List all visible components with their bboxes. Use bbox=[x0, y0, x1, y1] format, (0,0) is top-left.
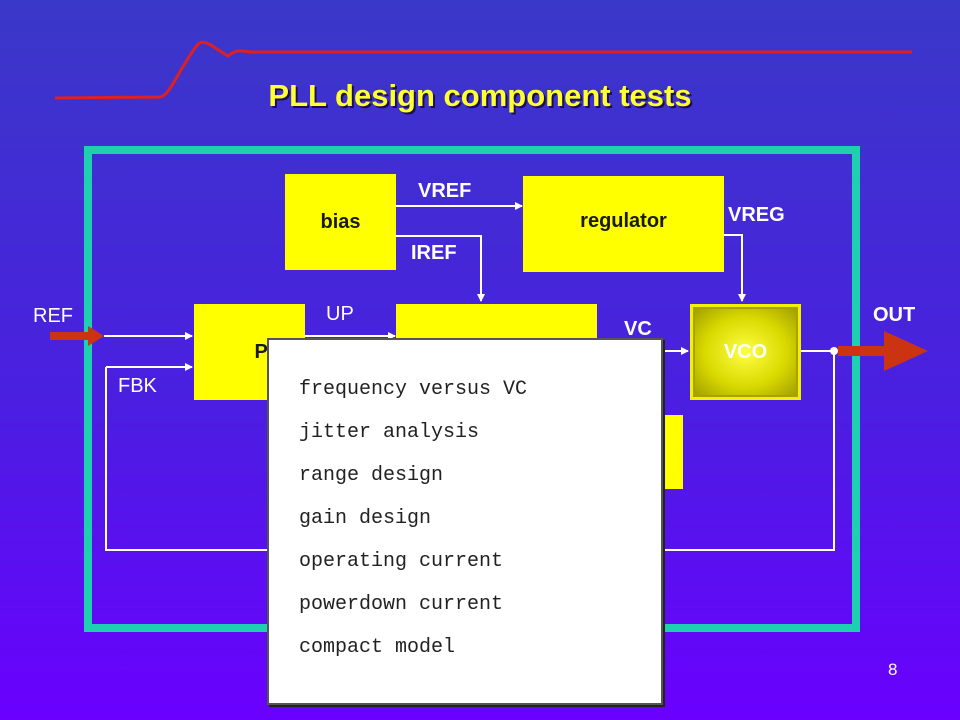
fbk-label: FBK bbox=[118, 375, 157, 397]
slide-title: PLL design component tests bbox=[268, 78, 692, 113]
ref-label: REF bbox=[33, 305, 73, 327]
page-number: 8 bbox=[888, 660, 898, 679]
popup-item: operating current bbox=[299, 550, 504, 573]
vco-label: VCO bbox=[723, 340, 768, 363]
up-label: UP bbox=[326, 303, 354, 325]
popup-item: jitter analysis bbox=[299, 421, 480, 444]
waveform-decoration bbox=[54, 40, 912, 100]
vc-label: VC bbox=[624, 318, 652, 340]
popup-item: frequency versus VC bbox=[299, 378, 528, 401]
popup-item: range design bbox=[299, 464, 444, 487]
vref-label: VREF bbox=[418, 180, 472, 202]
out-label: OUT bbox=[873, 304, 916, 326]
popup-item: compact model bbox=[299, 636, 456, 659]
vreg-wire bbox=[724, 234, 746, 302]
regulator-block: regulator bbox=[523, 176, 724, 272]
vreg-label: VREG bbox=[728, 204, 785, 226]
output-node bbox=[830, 347, 838, 355]
iref-label: IREF bbox=[411, 242, 457, 264]
popup-item: gain design bbox=[299, 507, 432, 530]
popup-item: powerdown current bbox=[299, 593, 504, 616]
iref-wire bbox=[396, 235, 485, 302]
ref-input-arrow bbox=[50, 326, 104, 346]
regulator-label: regulator bbox=[580, 210, 667, 232]
bias-block: bias bbox=[285, 174, 396, 270]
vco-block: VCO bbox=[690, 304, 801, 400]
bias-label: bias bbox=[320, 210, 361, 233]
out-arrow bbox=[838, 331, 928, 371]
test-list-popup: frequency versus VC jitter analysis rang… bbox=[267, 338, 663, 705]
